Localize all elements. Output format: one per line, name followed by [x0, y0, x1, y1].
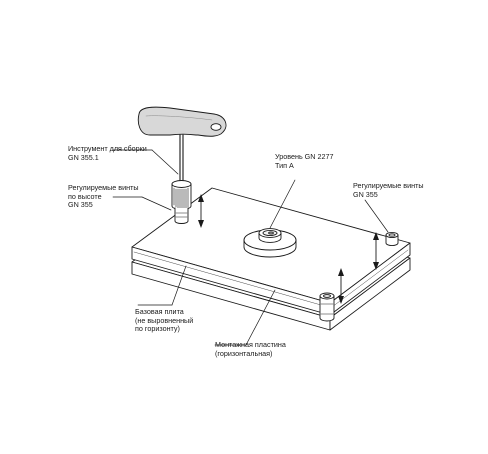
adjust-arrow-back: [373, 232, 379, 270]
screw-back-right: [385, 231, 399, 247]
leader-lines: [112, 149, 389, 346]
adjust-arrow-left: [198, 194, 204, 228]
label-line: Регулируемые винты: [353, 181, 424, 190]
label-line: Базовая плита: [135, 307, 184, 316]
screw-front-right: [319, 292, 335, 322]
label-line: по горизонту): [135, 324, 180, 334]
label-screws-left: Регулируемые винты по высоте GN 355: [68, 183, 139, 210]
label-line: GN 355: [68, 200, 93, 210]
screw-left: [171, 180, 192, 224]
assembly-tool: [137, 106, 227, 185]
label-line: по высоте: [68, 191, 102, 201]
label-line: Тип А: [275, 160, 294, 170]
label-line: (не выровненный: [135, 315, 194, 325]
label-line: (горизонтальная): [215, 348, 273, 358]
label-mounting-plate: Монтажная пластина (горизонтальная): [215, 340, 286, 358]
label-assembly-tool: Инструмент для сборки GN 355.1: [68, 144, 147, 162]
label-line: GN 355: [353, 189, 378, 199]
label-level: Уровень GN 2277 Тип А: [275, 152, 334, 170]
adjust-arrow-front: [338, 268, 344, 304]
label-screws-right: Регулируемые винты GN 355: [353, 181, 424, 199]
label-line: Инструмент для сборки: [68, 144, 147, 153]
label-line: GN 355.1: [68, 152, 99, 162]
label-line: Монтажная пластина: [215, 340, 286, 349]
label-line: Регулируемые винты: [68, 183, 139, 192]
label-base-plate: Базовая плита (не выровненный по горизон…: [135, 307, 194, 334]
circular-level: [243, 228, 297, 258]
label-line: Уровень GN 2277: [275, 152, 334, 161]
